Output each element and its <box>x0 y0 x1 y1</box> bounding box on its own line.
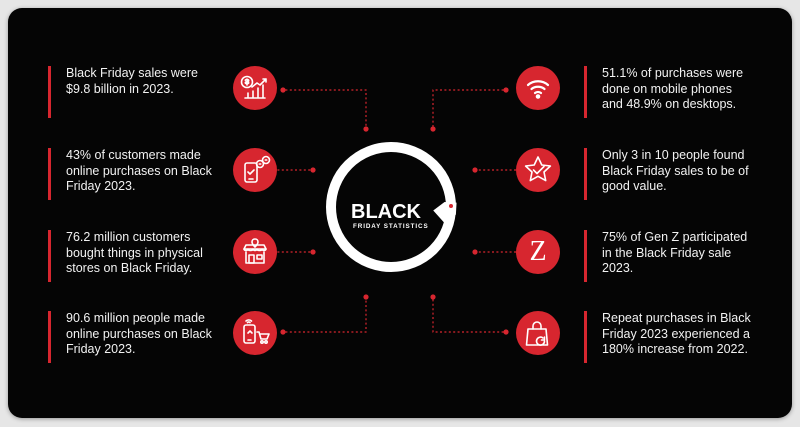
storefront-icon <box>233 230 277 274</box>
accent-bar <box>584 66 587 118</box>
stat-text: Only 3 in 10 people found Black Friday s… <box>602 148 749 194</box>
stat-text: 90.6 million people made online purchase… <box>66 311 212 357</box>
stat-text: 51.1% of purchases were done on mobile p… <box>602 66 744 112</box>
accent-bar <box>48 148 51 200</box>
black-friday-logo: BLACK FRIDAY STATISTICS <box>351 201 461 241</box>
stat-left-physical-stores: 76.2 million customers bought things in … <box>48 230 216 282</box>
stat-right-good-value: Only 3 in 10 people found Black Friday s… <box>584 148 752 200</box>
infographic-card: Black Friday sales were $9.8 billion in … <box>8 8 792 418</box>
wifi-icon <box>516 66 560 110</box>
accent-bar <box>48 230 51 282</box>
stat-left-online-people: 90.6 million people made online purchase… <box>48 311 216 363</box>
logo-word: BLACK <box>351 201 421 223</box>
stat-text: 76.2 million customers bought things in … <box>66 230 203 276</box>
stat-right-mobile-share: 51.1% of purchases were done on mobile p… <box>584 66 752 118</box>
connector-lines <box>273 87 516 335</box>
stat-right-repeat-purchases: Repeat purchases in Black Friday 2023 ex… <box>584 311 752 363</box>
mobile-payment-icon <box>233 148 277 192</box>
price-tag-icon <box>433 201 457 224</box>
stat-text: Repeat purchases in Black Friday 2023 ex… <box>602 311 751 357</box>
stat-left-sales-value: Black Friday sales were $9.8 billion in … <box>48 66 216 118</box>
dollar-growth-chart-icon <box>233 66 277 110</box>
letter-z-glyph: Z <box>529 236 547 267</box>
star-check-icon <box>516 148 560 192</box>
stat-text: 43% of customers made online purchases o… <box>66 148 212 194</box>
accent-bar <box>584 311 587 363</box>
stat-text: Black Friday sales were $9.8 billion in … <box>66 66 198 96</box>
mobile-shopping-cart-icon <box>233 311 277 355</box>
accent-bar <box>48 66 51 118</box>
logo-subtitle: FRIDAY STATISTICS <box>353 223 429 230</box>
shopping-bag-repeat-icon <box>516 311 560 355</box>
stat-text: 75% of Gen Z participated in the Black F… <box>602 230 748 276</box>
letter-z-icon: Z <box>516 230 560 274</box>
accent-bar <box>48 311 51 363</box>
accent-bar <box>584 230 587 282</box>
accent-bar <box>584 148 587 200</box>
stat-left-online-customers: 43% of customers made online purchases o… <box>48 148 216 200</box>
stat-right-gen-z: 75% of Gen Z participated in the Black F… <box>584 230 752 282</box>
